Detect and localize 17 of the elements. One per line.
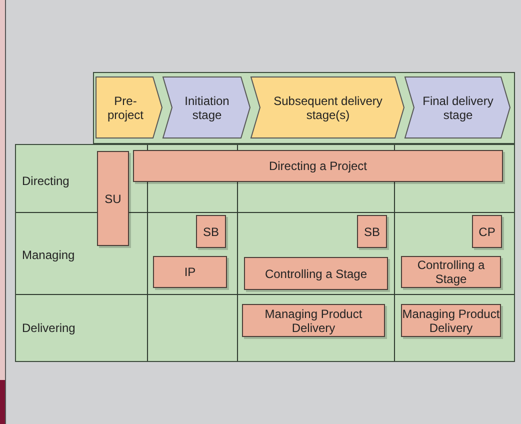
stage-banner: Pre-project <box>96 77 162 138</box>
row-label: Managing <box>22 248 75 262</box>
stage-banner: Final delivery stage <box>405 77 510 138</box>
stage-banner: Subsequent delivery stage(s) <box>251 77 404 138</box>
stage-banner: Initiation stage <box>163 77 250 138</box>
process-box: SB <box>196 215 226 248</box>
process-box: Managing Product Delivery <box>242 304 385 337</box>
process-box: SU <box>97 151 129 246</box>
process-box: Controlling a Stage <box>244 257 388 290</box>
row-label: Directing <box>22 174 70 188</box>
process-box: Directing a Project <box>133 150 503 182</box>
process-box: Controlling a Stage <box>401 256 501 288</box>
row-label: Delivering <box>22 321 76 335</box>
process-box: IP <box>153 256 227 288</box>
process-box: Managing Product Delivery <box>401 304 501 337</box>
process-box: CP <box>472 215 502 248</box>
process-box: SB <box>357 215 387 248</box>
